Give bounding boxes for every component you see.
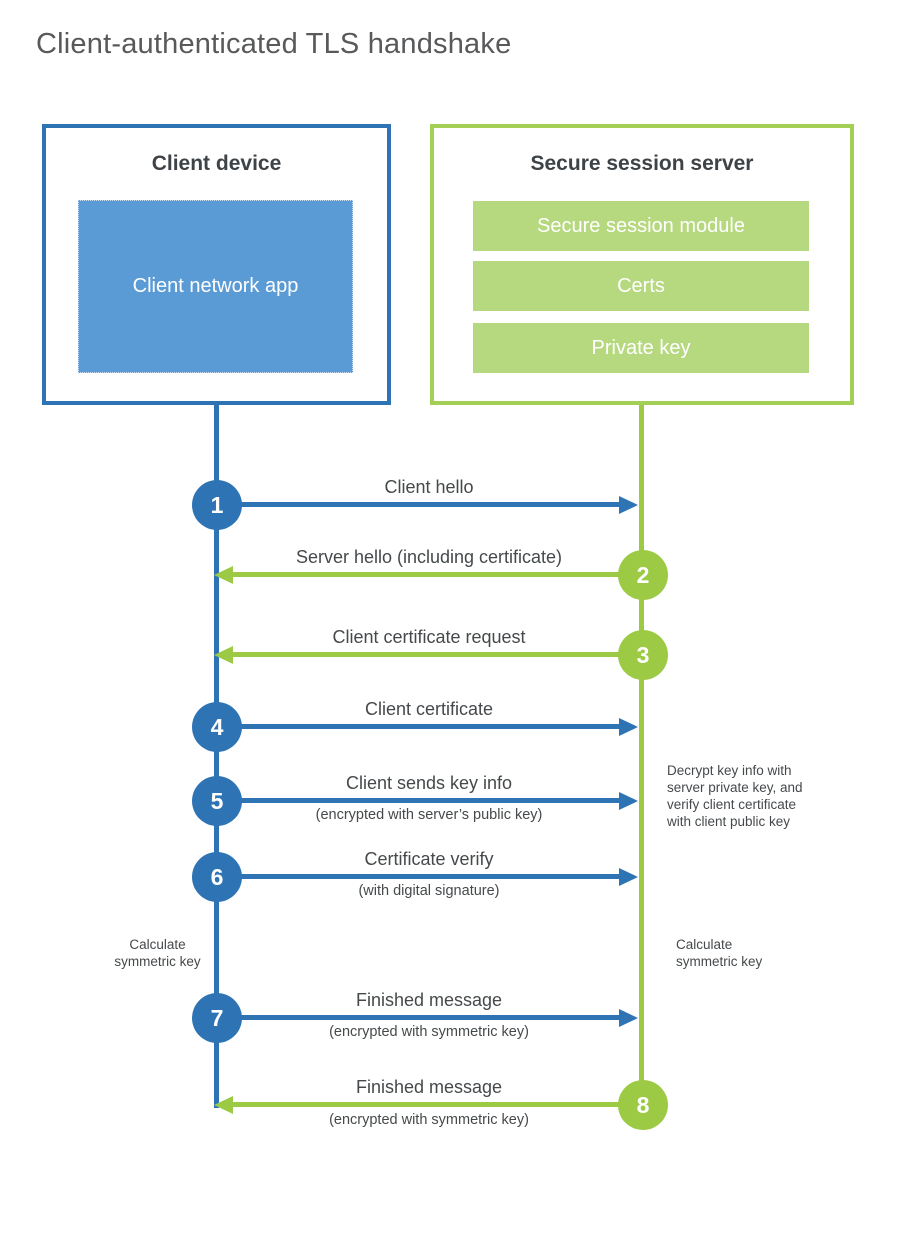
message-label: Client hello [384, 477, 474, 497]
server-lifeline [639, 405, 644, 1105]
page-title: Client-authenticated TLS handshake [36, 28, 512, 60]
step-circle-7: 7 [192, 993, 242, 1043]
arrow-left-icon [214, 646, 233, 664]
step-circle-8: 8 [618, 1080, 668, 1130]
note-line: Calculate [129, 937, 186, 952]
arrow-right-icon [619, 1009, 638, 1027]
arrow-right-icon [619, 792, 638, 810]
arrow-shaft [232, 652, 641, 657]
note-line: symmetric key [676, 954, 763, 969]
arrow-left-icon [214, 566, 233, 584]
message-sublabel: (encrypted with symmetric key) [329, 1112, 529, 1128]
secure-session-server-title: Secure session server [530, 152, 754, 175]
arrow-right-icon [619, 496, 638, 514]
client-device-title: Client device [151, 152, 282, 175]
client-network-app-box: Client network app [78, 200, 353, 373]
step-circle-6: 6 [192, 852, 242, 902]
message-sublabel: (with digital signature) [358, 883, 500, 899]
note-line: symmetric key [114, 954, 201, 969]
arrow-shaft [216, 874, 621, 879]
step-circle-3: 3 [618, 630, 668, 680]
note-line: Decrypt key info with [667, 763, 792, 778]
arrow-left-icon [214, 1096, 233, 1114]
note-line: Calculate [676, 937, 733, 952]
note-line: verify client certificate [667, 797, 797, 812]
message-sublabel: (encrypted with symmetric key) [329, 1024, 529, 1040]
note-line: server private key, and [667, 780, 803, 795]
message-label: Certificate verify [364, 849, 494, 869]
server-module-label: Private key [591, 336, 691, 359]
secure-session-server-box: Secure session server Secure session mod… [430, 124, 854, 405]
server-module-private-key: Private key [473, 323, 809, 373]
arrow-shaft [216, 798, 621, 803]
step-circle-4: 4 [192, 702, 242, 752]
client-network-app-label: Client network app [132, 275, 299, 297]
message-label: Finished message [355, 990, 503, 1010]
message-label: Server hello (including certificate) [295, 547, 563, 567]
client-device-box: Client device Client network app [42, 124, 391, 405]
message-sublabel: (encrypted with server’s public key) [315, 807, 543, 823]
step-circle-1: 1 [192, 480, 242, 530]
server-module-label: Secure session module [537, 214, 745, 237]
server-module-secure-session: Secure session module [473, 201, 809, 251]
arrow-right-icon [619, 718, 638, 736]
message-label: Finished message [355, 1077, 503, 1097]
note-decrypt-key-info: Decrypt key info with server private key… [667, 762, 837, 830]
arrow-shaft [232, 1102, 641, 1107]
server-module-certs: Certs [473, 261, 809, 311]
client-lifeline [214, 405, 219, 1108]
message-label: Client certificate [364, 699, 494, 719]
step-circle-2: 2 [618, 550, 668, 600]
message-label: Client certificate request [332, 627, 526, 647]
note-line: with client public key [667, 814, 791, 829]
arrow-shaft [232, 572, 641, 577]
step-circle-5: 5 [192, 776, 242, 826]
arrow-right-icon [619, 868, 638, 886]
server-module-label: Certs [617, 274, 665, 297]
arrow-shaft [216, 1015, 621, 1020]
note-calculate-symmetric-key-client: Calculate symmetric key [95, 936, 220, 970]
arrow-shaft [216, 502, 621, 507]
note-calculate-symmetric-key-server: Calculate symmetric key [676, 936, 801, 970]
message-label: Client sends key info [345, 773, 513, 793]
arrow-shaft [216, 724, 621, 729]
